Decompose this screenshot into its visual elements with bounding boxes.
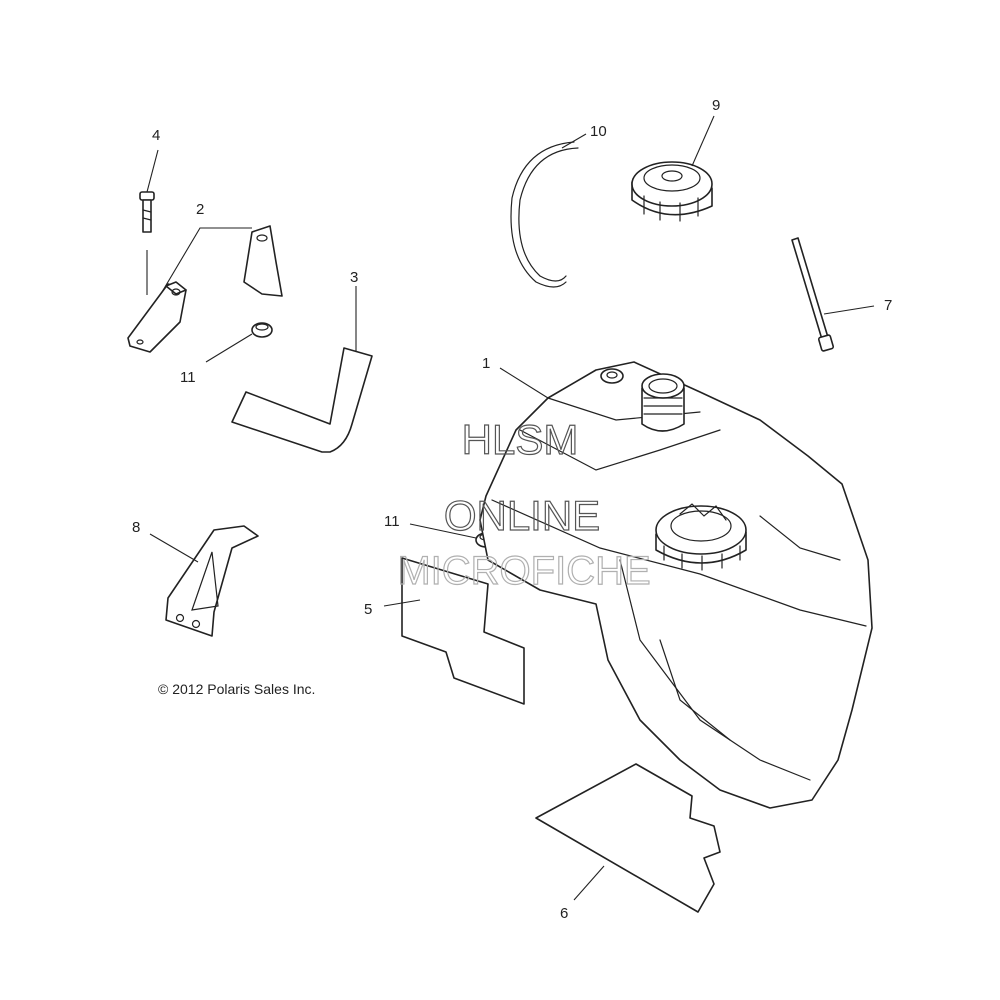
callout-2: 2 bbox=[196, 201, 204, 218]
leader-5 bbox=[383, 599, 421, 607]
callout-10: 10 bbox=[590, 123, 607, 140]
part-fuel-tank bbox=[479, 361, 873, 809]
part-bolt bbox=[139, 191, 155, 295]
leader-7 bbox=[823, 305, 875, 315]
watermark-line-1: HLSM bbox=[462, 416, 579, 463]
part-pad-l-shaped bbox=[231, 347, 373, 453]
callout-4: 4 bbox=[152, 127, 160, 144]
watermark-line-3: MICROFICHE bbox=[397, 549, 650, 593]
leader-10 bbox=[561, 133, 587, 149]
watermark-line-2: ONLINE bbox=[444, 492, 600, 539]
leader-lines bbox=[146, 115, 875, 901]
callout-7: 7 bbox=[884, 297, 892, 314]
leader-11b bbox=[409, 523, 477, 539]
part-spacer-upper bbox=[251, 322, 273, 338]
callout-11-upper: 11 bbox=[180, 369, 196, 386]
leader-1 bbox=[499, 367, 549, 399]
part-bracket-left bbox=[127, 281, 187, 353]
part-bracket-right bbox=[243, 225, 283, 297]
leader-2 bbox=[161, 227, 252, 293]
leader-9 bbox=[691, 115, 715, 167]
callout-8: 8 bbox=[132, 519, 140, 536]
watermark: HLSM ONLINE MICROFICHE bbox=[397, 415, 652, 593]
leader-11a bbox=[205, 333, 253, 363]
callout-3: 3 bbox=[350, 269, 358, 286]
callout-9: 9 bbox=[712, 97, 720, 114]
part-fuel-cap bbox=[631, 161, 713, 222]
leader-6 bbox=[573, 865, 605, 901]
part-cable-tie bbox=[791, 237, 835, 352]
part-pad-side bbox=[401, 557, 525, 705]
callout-labels: 1 2 3 4 5 6 7 8 9 10 11 11 bbox=[132, 97, 892, 922]
leader-8 bbox=[149, 533, 199, 563]
part-mounting-bracket bbox=[165, 525, 259, 637]
callout-5: 5 bbox=[364, 601, 372, 618]
callout-1: 1 bbox=[482, 355, 490, 372]
callout-6: 6 bbox=[560, 905, 568, 922]
copyright-notice: © 2012 Polaris Sales Inc. bbox=[158, 681, 315, 697]
callout-11-lower: 11 bbox=[384, 513, 400, 530]
part-vent-hose bbox=[510, 141, 579, 288]
part-pad-bottom bbox=[535, 763, 721, 913]
leader-4 bbox=[146, 149, 159, 193]
